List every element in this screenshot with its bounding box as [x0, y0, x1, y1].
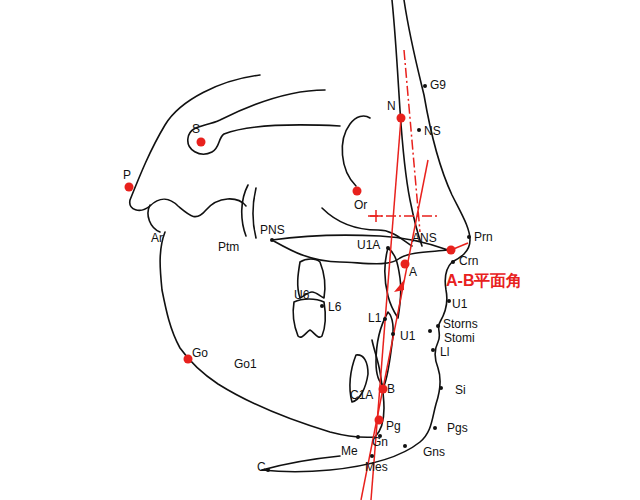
landmark-dot [379, 385, 388, 394]
landmark-label: Pgs [447, 422, 468, 434]
landmark-point [320, 304, 324, 308]
mandible [160, 232, 384, 437]
landmark-point [436, 324, 440, 328]
landmark-point [386, 246, 390, 250]
landmark-dot [197, 138, 206, 147]
landmark-label: P [123, 169, 131, 181]
cranial-base [188, 90, 340, 154]
angle-label: A-B平面角 [446, 273, 522, 289]
landmark-label: L1 [368, 312, 381, 324]
landmark-label: C1A [350, 389, 373, 401]
landmark-label: L6 [328, 301, 341, 313]
plus-v [375, 210, 377, 222]
landmark-label: S [192, 123, 200, 135]
landmark-label: Ptm [218, 241, 239, 253]
landmark-label: G9 [430, 79, 446, 91]
landmark-dot [397, 114, 406, 123]
landmark-label: ANS [412, 232, 437, 244]
frontal-bone [392, 0, 422, 246]
lower-molar [293, 299, 325, 337]
landmark-point [391, 332, 395, 336]
landmark-label: Stomi [444, 332, 475, 344]
soft-tissue-profile [262, 0, 470, 472]
landmark-label: U1A [357, 239, 380, 251]
landmark-point [433, 426, 437, 430]
landmark-point [447, 299, 451, 303]
neck-contour [262, 456, 340, 470]
landmark-label: Storns [443, 318, 478, 330]
landmark-dot [353, 187, 362, 196]
landmark-point [356, 435, 360, 439]
landmark-label: B [387, 383, 395, 395]
landmark-label: Go1 [234, 358, 257, 370]
landmark-label: Ll [440, 346, 449, 358]
landmark-point [383, 317, 387, 321]
nasion-vertical-line [404, 50, 420, 232]
landmark-point [423, 84, 427, 88]
landmark-point [266, 468, 270, 472]
landmark-point [270, 238, 274, 242]
landmark-point [451, 260, 455, 264]
ab-plane-line [361, 160, 428, 500]
landmark-label: Gn [372, 436, 388, 448]
landmark-dot [401, 260, 410, 269]
landmark-label: Gns [423, 446, 445, 458]
landmark-point [428, 329, 432, 333]
landmark-label: Go [192, 347, 208, 359]
landmark-label: Pg [386, 420, 401, 432]
landmark-point [439, 386, 443, 390]
landmark-label: C [257, 461, 266, 473]
landmark-dot [184, 355, 193, 364]
landmark-label: Crn [459, 255, 478, 267]
angle-marker [394, 280, 404, 292]
frankfort-marker-line [368, 215, 440, 217]
landmark-point [370, 454, 374, 458]
landmark-label: U1 [400, 330, 415, 342]
landmark-label: Mes [365, 461, 388, 473]
skull-outline [130, 75, 260, 217]
landmark-label: Me [341, 445, 358, 457]
landmark-dot [447, 246, 456, 255]
landmark-point [417, 128, 421, 132]
landmark-label: U1 [452, 298, 467, 310]
landmark-label: Si [455, 384, 466, 396]
facial-line [371, 118, 401, 500]
landmark-label: Or [354, 199, 367, 211]
landmark-point [467, 235, 471, 239]
landmark-label: N [387, 100, 396, 112]
landmark-dot [375, 416, 384, 425]
landmark-point [403, 444, 407, 448]
condyle [148, 205, 160, 232]
landmark-point [431, 348, 435, 352]
landmark-label: A [409, 266, 417, 278]
landmark-label: U6 [294, 289, 309, 301]
landmark-label: PNS [260, 224, 285, 236]
landmark-label: Ar [151, 232, 163, 244]
orbit-outline [342, 116, 370, 186]
pterygomaxillary-fissure [242, 185, 256, 238]
landmark-label: NS [424, 125, 441, 137]
landmark-dot [125, 183, 134, 192]
landmark-label: Prn [474, 231, 493, 243]
